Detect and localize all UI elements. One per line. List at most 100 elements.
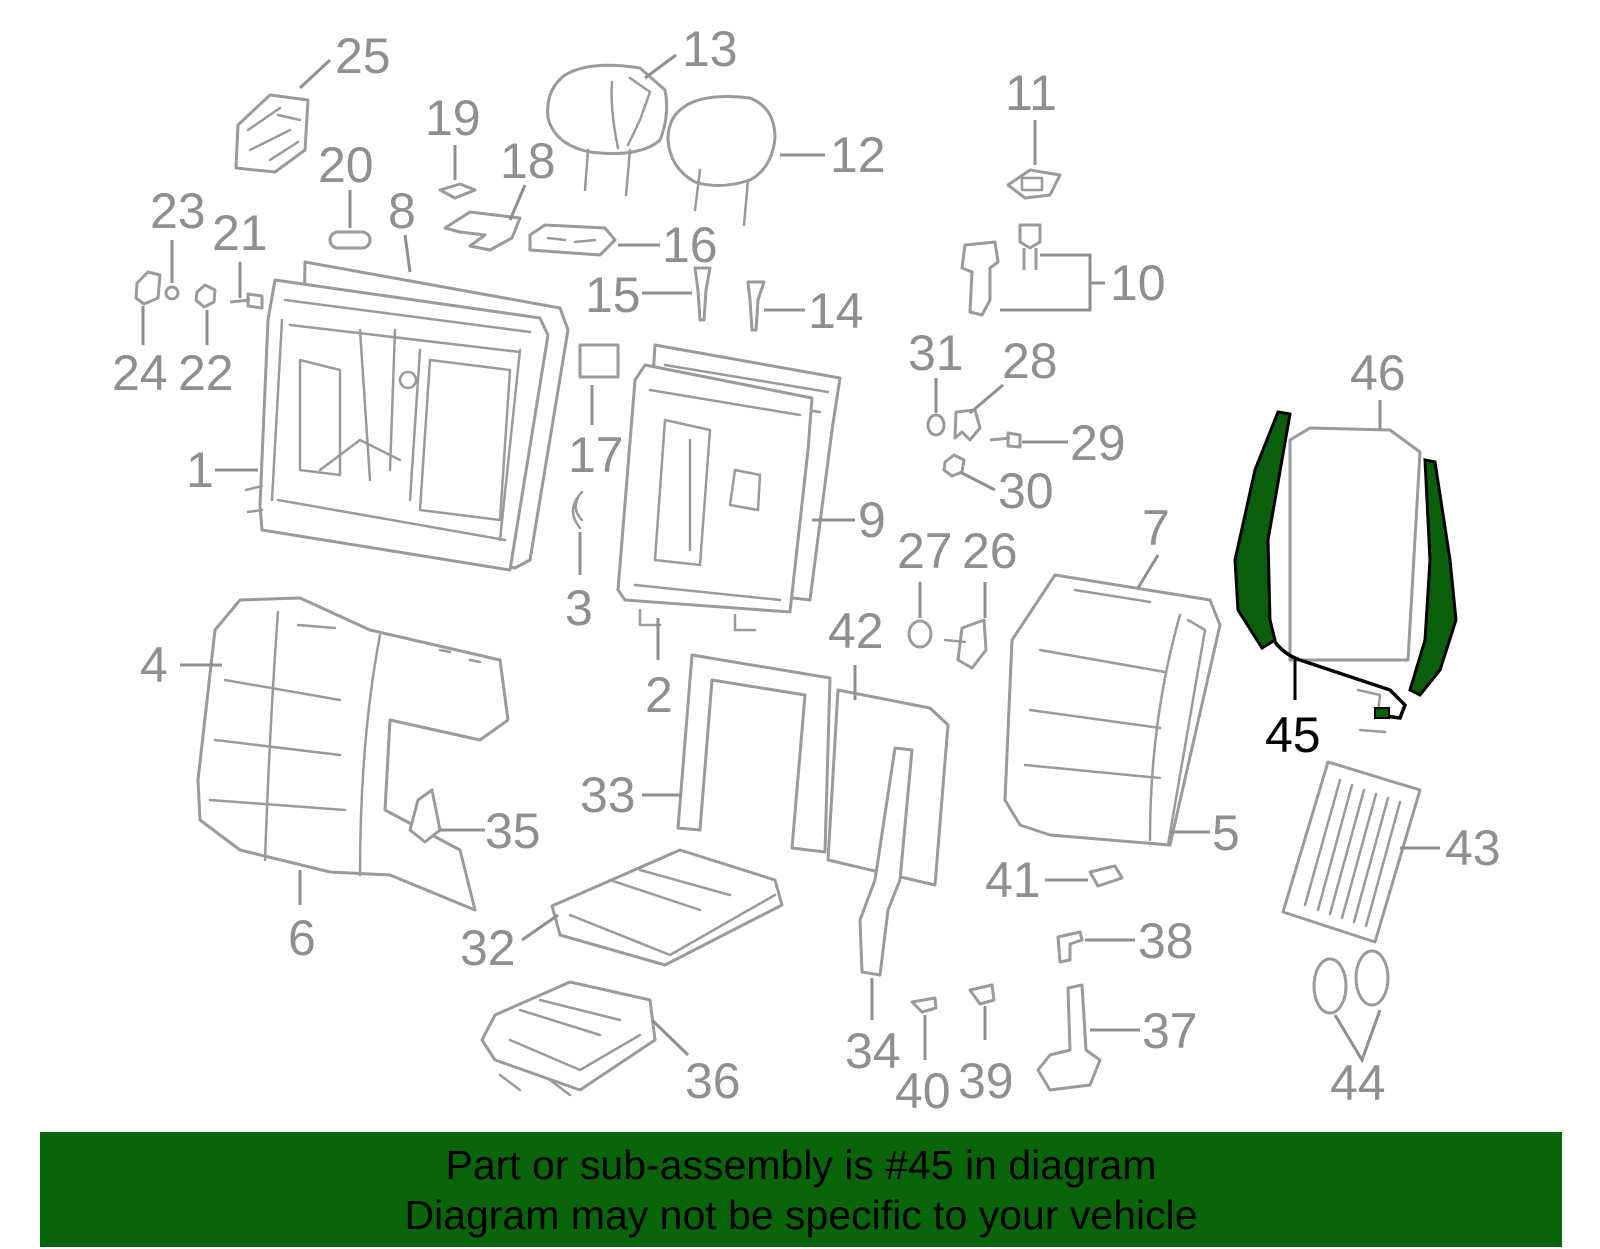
part-14 bbox=[746, 280, 766, 332]
callout-15: 15 bbox=[585, 267, 692, 323]
part-40 bbox=[910, 996, 938, 1014]
callout-25: 25 bbox=[298, 28, 391, 90]
callout-33: 33 bbox=[580, 767, 682, 823]
callout-16: 16 bbox=[618, 217, 718, 273]
parts-diagram: 25 13 12 19 18 16 20 8 23 21 24 22 15 14… bbox=[112, 21, 1501, 1119]
callout-21: 21 bbox=[212, 205, 268, 298]
svg-text:34: 34 bbox=[845, 1023, 901, 1079]
svg-text:31: 31 bbox=[908, 325, 964, 381]
callout-44: 44 bbox=[1330, 1009, 1386, 1111]
part-35 bbox=[408, 788, 442, 844]
part-4 bbox=[196, 596, 510, 912]
svg-text:20: 20 bbox=[318, 137, 374, 193]
callout-17: 17 bbox=[568, 385, 624, 483]
callout-38: 38 bbox=[1085, 913, 1194, 969]
part-32 bbox=[550, 848, 784, 967]
svg-text:33: 33 bbox=[580, 767, 636, 823]
part-11 bbox=[1006, 168, 1062, 200]
part-24 bbox=[134, 270, 162, 306]
callout-24: 24 bbox=[112, 306, 168, 401]
part-28 bbox=[953, 408, 982, 442]
callout-6: 6 bbox=[288, 870, 316, 966]
svg-text:26: 26 bbox=[962, 523, 1018, 579]
part-2 bbox=[616, 363, 814, 632]
callout-11: 11 bbox=[1005, 65, 1057, 165]
callout-19: 19 bbox=[425, 90, 481, 180]
part-45 bbox=[1233, 410, 1458, 720]
callout-12: 12 bbox=[780, 127, 886, 183]
svg-text:24: 24 bbox=[112, 345, 168, 401]
svg-text:21: 21 bbox=[212, 205, 268, 261]
svg-text:11: 11 bbox=[1005, 65, 1057, 121]
callout-41: 41 bbox=[985, 852, 1088, 908]
svg-text:5: 5 bbox=[1212, 805, 1240, 861]
svg-text:45: 45 bbox=[1265, 707, 1321, 763]
part-22 bbox=[194, 283, 217, 309]
svg-text:40: 40 bbox=[895, 1063, 951, 1119]
callout-34: 34 bbox=[845, 978, 901, 1079]
part-43 bbox=[1281, 760, 1422, 944]
svg-text:2: 2 bbox=[645, 667, 673, 723]
part-34 bbox=[858, 746, 914, 977]
callout-31: 31 bbox=[908, 325, 964, 413]
svg-text:6: 6 bbox=[288, 910, 316, 966]
part-36 bbox=[480, 980, 657, 1097]
callout-42: 42 bbox=[828, 603, 884, 700]
svg-text:38: 38 bbox=[1138, 913, 1194, 969]
svg-text:30: 30 bbox=[998, 463, 1054, 519]
callout-27: 27 bbox=[897, 523, 953, 618]
svg-text:32: 32 bbox=[460, 920, 516, 976]
callout-26: 26 bbox=[962, 523, 1018, 618]
part-15 bbox=[693, 266, 712, 322]
part-23 bbox=[164, 285, 180, 301]
callout-3: 3 bbox=[565, 532, 593, 636]
svg-text:22: 22 bbox=[178, 345, 234, 401]
svg-text:42: 42 bbox=[828, 603, 884, 659]
svg-text:14: 14 bbox=[808, 283, 864, 339]
callout-2: 2 bbox=[645, 618, 673, 723]
callout-29: 29 bbox=[1022, 415, 1126, 471]
callout-36: 36 bbox=[650, 1018, 741, 1109]
callout-28: 28 bbox=[969, 333, 1058, 415]
callout-32: 32 bbox=[460, 913, 559, 976]
part-44 bbox=[1312, 949, 1390, 1015]
part-10 bbox=[960, 223, 1042, 317]
part-20 bbox=[328, 230, 372, 250]
svg-text:12: 12 bbox=[830, 127, 886, 183]
footer-line-2: Diagram may not be specific to your vehi… bbox=[404, 1192, 1198, 1238]
part-13 bbox=[546, 63, 669, 197]
part-12 bbox=[666, 95, 777, 227]
svg-text:41: 41 bbox=[985, 852, 1041, 908]
part-38 bbox=[1056, 930, 1084, 964]
footer-banner: Part or sub-assembly is #45 in diagram D… bbox=[40, 1132, 1562, 1247]
part-26 bbox=[943, 618, 988, 670]
part-31 bbox=[926, 413, 946, 437]
callout-46: 46 bbox=[1350, 345, 1406, 430]
part-5 bbox=[1166, 618, 1207, 847]
part-39 bbox=[968, 983, 996, 1006]
part-29 bbox=[989, 431, 1022, 449]
part-37 bbox=[1036, 983, 1102, 1092]
part-1 bbox=[244, 278, 550, 572]
part-25 bbox=[234, 93, 310, 174]
svg-text:36: 36 bbox=[685, 1053, 741, 1109]
part-33 bbox=[676, 653, 832, 854]
svg-text:23: 23 bbox=[150, 183, 206, 239]
svg-text:15: 15 bbox=[585, 267, 641, 323]
svg-text:29: 29 bbox=[1070, 415, 1126, 471]
callout-4: 4 bbox=[140, 637, 222, 693]
svg-text:18: 18 bbox=[500, 133, 556, 189]
callout-5: 5 bbox=[1170, 805, 1240, 861]
svg-text:43: 43 bbox=[1445, 820, 1501, 876]
svg-text:44: 44 bbox=[1330, 1055, 1386, 1111]
svg-text:35: 35 bbox=[485, 803, 541, 859]
callout-1: 1 bbox=[186, 442, 258, 498]
svg-text:4: 4 bbox=[140, 637, 168, 693]
callout-43: 43 bbox=[1400, 820, 1501, 876]
part-7 bbox=[1003, 573, 1222, 847]
part-19 bbox=[438, 182, 477, 200]
callout-45: 45 bbox=[1265, 660, 1321, 763]
svg-text:13: 13 bbox=[682, 21, 738, 77]
part-46 bbox=[1288, 426, 1422, 734]
svg-text:27: 27 bbox=[897, 523, 953, 579]
